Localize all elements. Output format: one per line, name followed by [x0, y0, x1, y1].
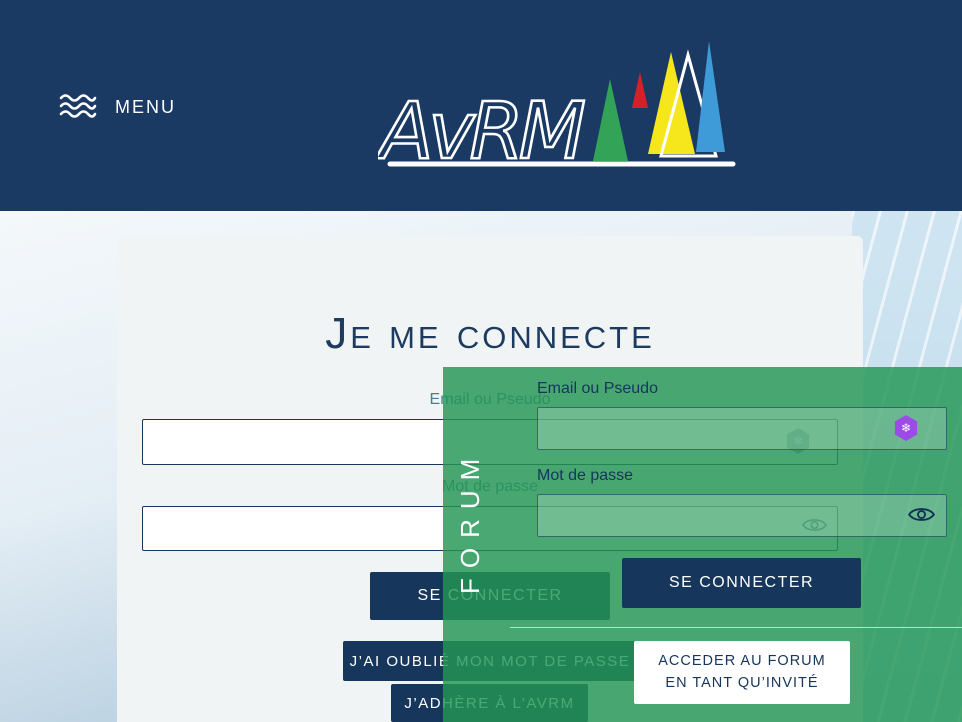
logo-sail-green: [593, 79, 628, 161]
overlay-password-label: Mot de passe: [537, 467, 634, 484]
page-title: Je me connecte: [325, 309, 655, 359]
logo-sail-yellow: [648, 52, 695, 154]
site-logo[interactable]: AvRM: [374, 30, 740, 180]
overlay-password-visibility-toggle[interactable]: [907, 505, 936, 524]
menu-button[interactable]: MENU: [55, 88, 180, 127]
overlay-password-input[interactable]: [537, 494, 947, 537]
guest-button-line1: ACCEDER AU FORUM: [658, 652, 826, 669]
site-header: MENU AvRM: [0, 0, 962, 211]
forum-overlay-panel: FORUM Email ou Pseudo ❄ Mot de passe SE …: [443, 367, 962, 722]
logo-sail-blue: [696, 41, 725, 152]
logo-sail-red: [632, 72, 648, 108]
waves-menu-icon: [59, 92, 97, 123]
overlay-email-label: Email ou Pseudo: [537, 380, 658, 397]
autofill-snowflake-icon[interactable]: ❄: [894, 415, 918, 441]
overlay-login-submit-button[interactable]: SE CONNECTER: [622, 558, 861, 608]
overlay-email-input[interactable]: [537, 407, 947, 450]
overlay-divider: [510, 627, 962, 628]
menu-label: MENU: [115, 97, 176, 117]
forum-tab[interactable]: FORUM: [455, 448, 485, 595]
eye-icon: [907, 508, 936, 527]
guest-button-line2: EN TANT QU’INVITÉ: [665, 674, 819, 691]
forum-guest-access-button[interactable]: ACCEDER AU FORUM EN TANT QU’INVITÉ: [634, 641, 850, 704]
